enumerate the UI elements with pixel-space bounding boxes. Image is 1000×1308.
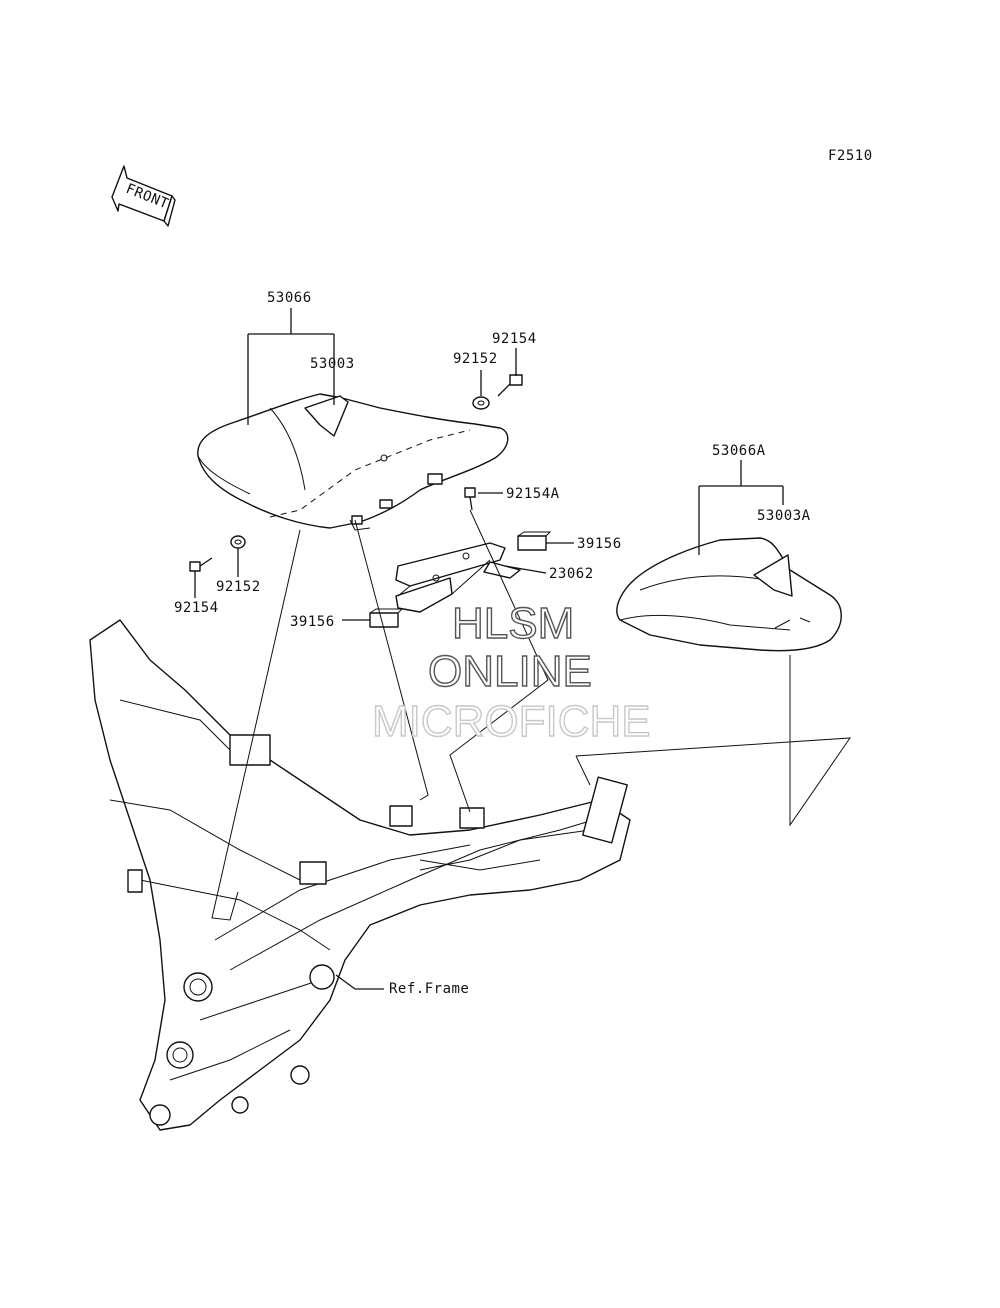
collar-top-icon [472, 396, 490, 410]
label-39156-lower: 39156 [290, 614, 335, 630]
label-ref-frame: Ref.Frame [389, 981, 469, 997]
label-92154A: 92154A [506, 486, 560, 502]
leader-lines [194, 308, 851, 990]
watermark: HLSM ONLINE MICROFICHE [371, 598, 651, 746]
label-92152-top: 92152 [453, 351, 498, 367]
label-53003A: 53003A [757, 508, 811, 524]
bolt-bracket-icon [464, 487, 476, 511]
damper-upper-shape [517, 531, 552, 551]
label-53066: 53066 [267, 290, 312, 306]
label-53066A: 53066A [712, 443, 766, 459]
label-92154-left: 92154 [174, 600, 219, 616]
bracket-shape [395, 542, 521, 613]
watermark-line-1: HLSM [452, 599, 574, 648]
watermark-line-2: ONLINE [428, 647, 592, 696]
label-23062: 23062 [549, 566, 594, 582]
front-seat-shape [197, 393, 509, 531]
front-arrow-icon: FRONT [111, 165, 176, 227]
label-39156-upper: 39156 [577, 536, 622, 552]
collar-left-icon [230, 535, 246, 549]
label-92152-left: 92152 [216, 579, 261, 595]
label-53003: 53003 [310, 356, 355, 372]
part-labels: 53066 53003 92154 92152 92154A 39156 230… [174, 290, 811, 997]
watermark-line-3: MICROFICHE [372, 697, 651, 746]
bolt-left-icon [189, 557, 213, 572]
bolt-top-icon [497, 374, 523, 397]
damper-lower-shape [369, 608, 404, 628]
rear-seat-shape [616, 537, 842, 652]
figure-code: F2510 [828, 148, 873, 164]
label-92154-top: 92154 [492, 331, 537, 347]
